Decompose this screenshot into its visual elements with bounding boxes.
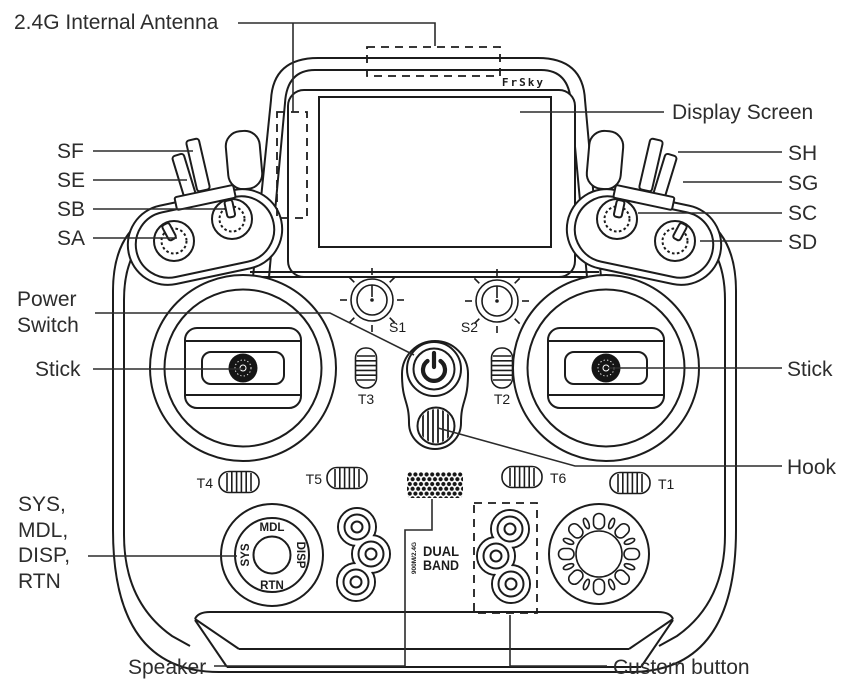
- side-antenna-area: [276, 111, 308, 219]
- callout-sb: SB: [57, 198, 86, 221]
- callout-sc: SC: [788, 202, 818, 225]
- knob-s1-label: S1: [389, 319, 406, 335]
- leader-custom: [509, 615, 607, 667]
- callout-nav-buttons: SYS, MDL, DISP, RTN: [18, 493, 71, 593]
- callout-stick-left: Stick: [35, 358, 81, 381]
- callout-sg: SG: [788, 172, 819, 195]
- trim-t3-label: T3: [358, 391, 375, 407]
- trim-t5-label: T5: [306, 471, 323, 487]
- callout-sa: SA: [57, 227, 86, 250]
- scroll-wheel: [548, 503, 650, 605]
- left-stick: [149, 274, 337, 462]
- trim-t1-label: T1: [658, 476, 675, 492]
- callout-stick-right: Stick: [787, 358, 833, 381]
- knob-s2-label: S2: [461, 319, 478, 335]
- brand-logo: FrSky: [502, 76, 545, 89]
- grip-bar: [194, 611, 674, 668]
- trim-t6: [501, 465, 543, 489]
- trim-t6-label: T6: [550, 470, 567, 486]
- nav-disp-label: DISP: [294, 542, 306, 569]
- callout-sh: SH: [788, 142, 818, 165]
- band-markings: DUAL BAND 900M/2.4G: [411, 542, 459, 574]
- trim-t4: [218, 470, 260, 494]
- trim-t2: [490, 347, 514, 389]
- top-antenna-area: [366, 46, 501, 77]
- leader-speaker: [214, 499, 433, 667]
- nav-rtn-label: RTN: [260, 580, 284, 592]
- callout-sf: SF: [57, 140, 84, 163]
- nav-sys-label: SYS: [240, 543, 252, 566]
- custom-button-dashed-area: [473, 502, 538, 614]
- leader-hook: [437, 427, 782, 467]
- trim-t4-label: T4: [197, 475, 214, 491]
- right-fin: [585, 129, 625, 191]
- nav-dial: MDL DISP RTN SYS: [220, 503, 324, 607]
- hook: [416, 406, 456, 446]
- trim-t3: [354, 347, 378, 389]
- callout-antenna: 2.4G Internal Antenna: [14, 11, 219, 34]
- nav-dial-center-button: [252, 535, 292, 575]
- power-icon: [420, 350, 448, 383]
- leader-power: [95, 312, 415, 356]
- trim-t1: [609, 471, 651, 495]
- nav-mdl-label: MDL: [260, 522, 285, 534]
- callout-display-screen: Display Screen: [672, 101, 814, 124]
- band-word2: BAND: [423, 557, 459, 573]
- callout-hook: Hook: [787, 456, 837, 479]
- switch-sa: [153, 220, 195, 262]
- callout-se: SE: [57, 169, 86, 192]
- callout-power-switch: Power Switch: [17, 288, 79, 337]
- switch-sd: [654, 220, 696, 262]
- callout-custom-button: Custom button: [613, 656, 750, 679]
- left-fin: [224, 129, 264, 191]
- trim-t2-label: T2: [494, 391, 511, 407]
- callout-sd: SD: [788, 231, 818, 254]
- left-shoulder-switches: [126, 129, 284, 286]
- head-display: FrSky: [250, 57, 603, 278]
- band-word1: DUAL: [423, 543, 459, 559]
- callout-leader-lines: [88, 22, 782, 667]
- trim-t5: [326, 466, 368, 490]
- antenna-dashed-areas: [276, 46, 501, 219]
- band-spec: 900M/2.4G: [411, 542, 418, 574]
- leader-antenna: [238, 22, 436, 46]
- speaker-grille: [407, 472, 463, 498]
- callout-speaker: Speaker: [128, 656, 207, 679]
- display-screen: [318, 96, 552, 248]
